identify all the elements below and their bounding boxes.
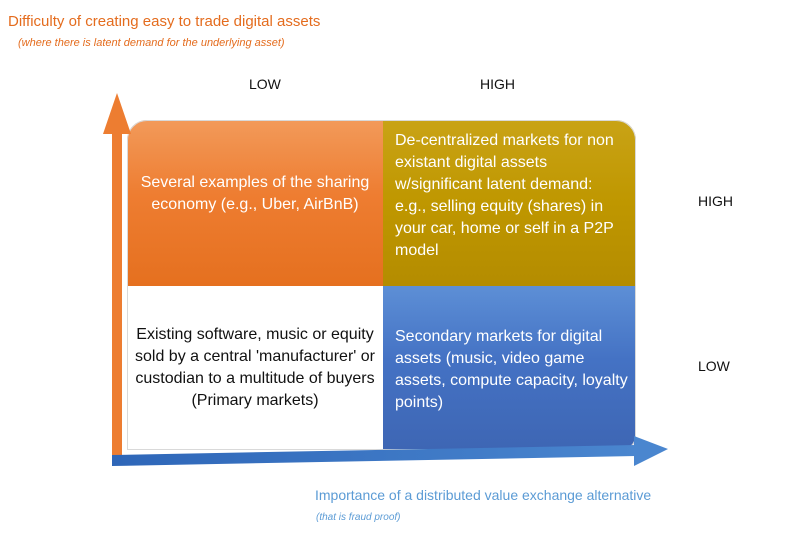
- x-axis-arrow: [112, 436, 668, 466]
- column-label-high: HIGH: [480, 76, 515, 92]
- row-label-low: LOW: [698, 358, 730, 374]
- x-axis-title: Importance of a distributed value exchan…: [315, 487, 652, 503]
- y-axis-shaft: [112, 132, 122, 458]
- quadrant-bottom-right-text: Secondary markets for digital assets (mu…: [395, 328, 628, 411]
- y-axis-arrow: [103, 93, 131, 458]
- x-axis-subtitle: (that is fraud proof): [316, 512, 401, 523]
- quadrant-top-left-text: Several examples of the sharing economy …: [140, 174, 370, 213]
- quadrant-bottom-right: Secondary markets for digital assets (mu…: [383, 286, 636, 450]
- row-label-high: HIGH: [698, 193, 733, 209]
- quadrant-top-right-text: De-centralized markets for non existant …: [395, 132, 614, 259]
- x-axis-arrowhead: [634, 436, 668, 466]
- quadrant-bottom-left-text: Existing software, music or equity sold …: [135, 326, 375, 409]
- y-axis-subtitle: (where there is latent demand for the un…: [18, 37, 285, 49]
- quadrant-top-right: De-centralized markets for non existant …: [383, 120, 636, 286]
- y-axis-arrowhead: [103, 93, 131, 134]
- column-label-low: LOW: [249, 76, 281, 92]
- y-axis-title: Difficulty of creating easy to trade dig…: [8, 13, 321, 30]
- quadrant-top-left: Several examples of the sharing economy …: [127, 120, 383, 286]
- quadrant-bottom-left: Existing software, music or equity sold …: [127, 286, 383, 450]
- x-axis-shaft: [112, 445, 638, 466]
